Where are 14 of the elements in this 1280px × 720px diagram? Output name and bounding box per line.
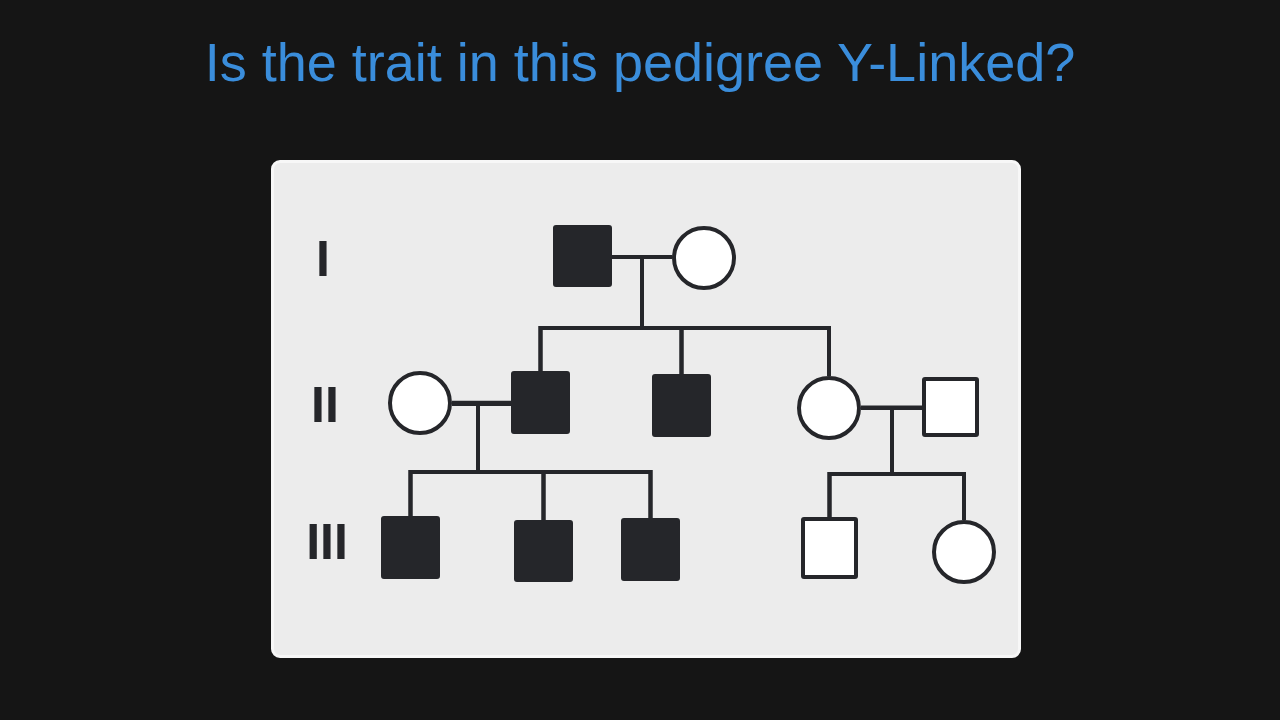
filled-square-symbol (514, 520, 573, 582)
filled-square-symbol (621, 518, 680, 581)
filled-square-symbol (381, 516, 440, 579)
filled-square-symbol (652, 374, 711, 437)
descent-line (890, 406, 966, 520)
filled-square-symbol (553, 225, 612, 287)
open-square-symbol (801, 517, 858, 579)
title: Is the trait in this pedigree Y-Linked? (204, 31, 1076, 94)
generation-numeral: II (311, 380, 339, 430)
open-square-symbol (922, 377, 979, 437)
generation-numeral: III (306, 517, 348, 567)
mating-line (452, 400, 511, 405)
generation-numeral: I (316, 234, 330, 284)
filled-square-symbol (511, 371, 570, 434)
